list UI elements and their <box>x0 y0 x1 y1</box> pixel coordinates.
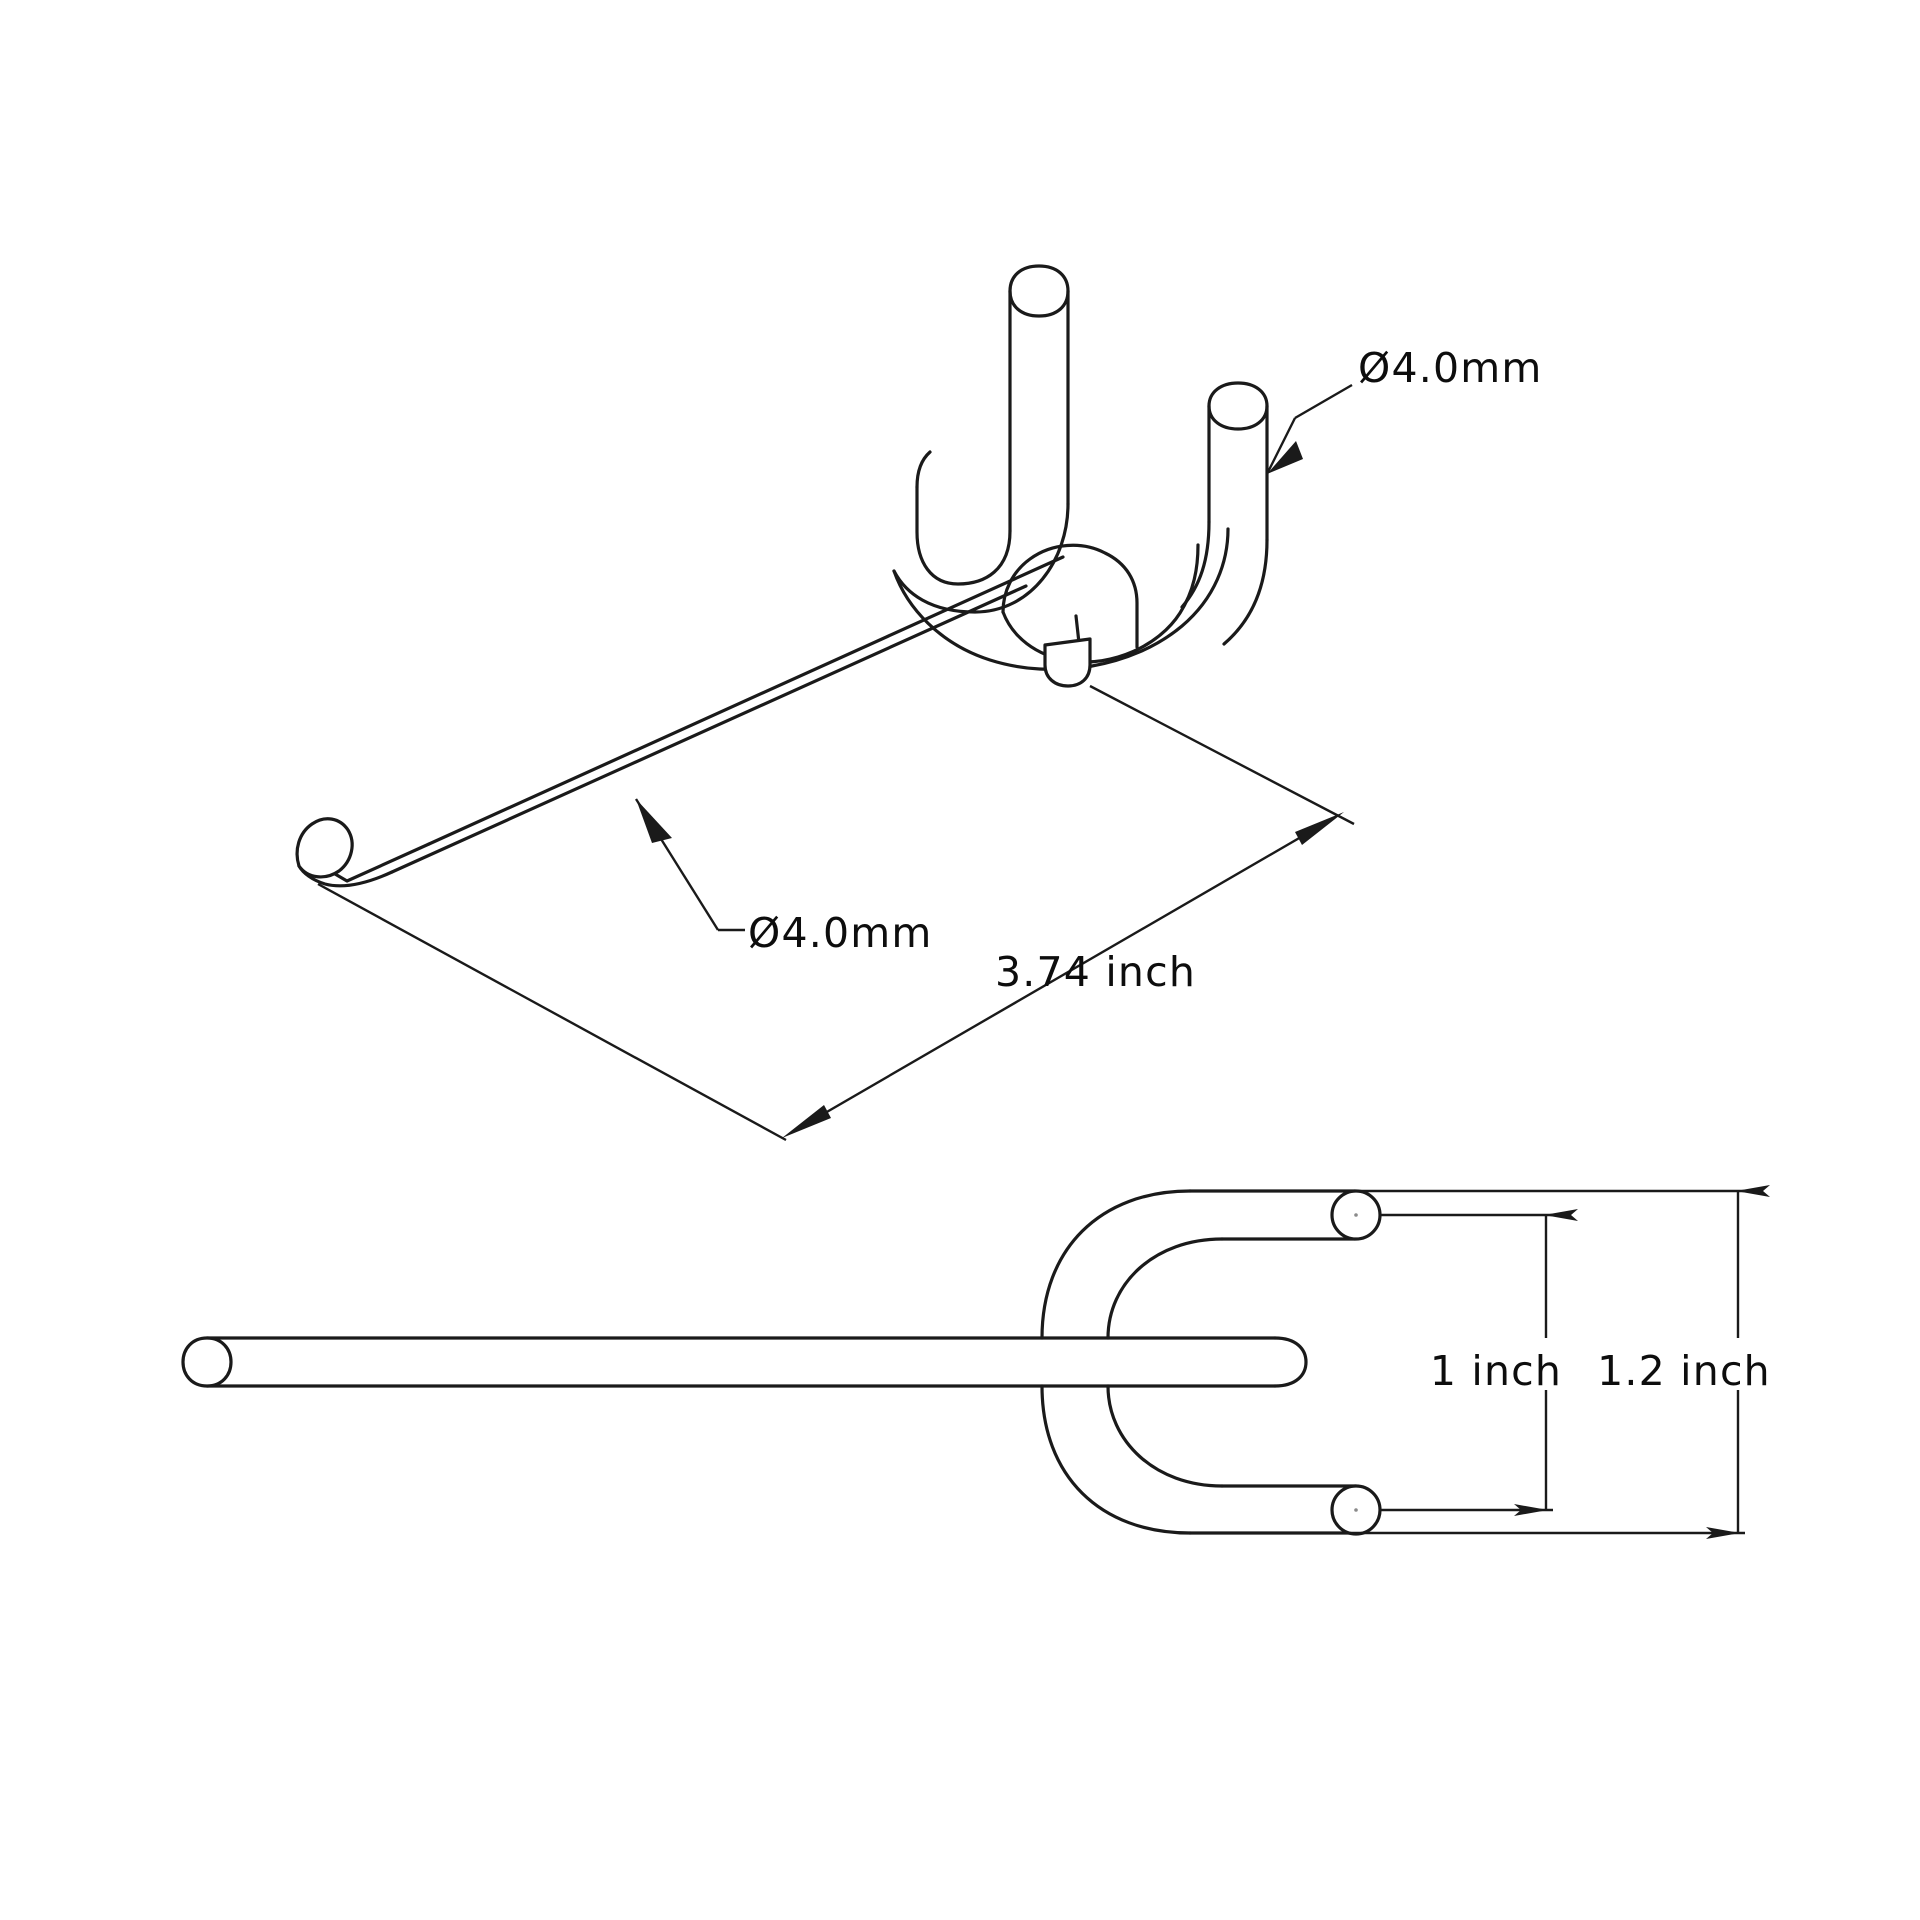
side-hook-lower-arm <box>1040 1384 1358 1535</box>
height-dimension-1in: 1 inch <box>1380 1209 1578 1516</box>
height-label-1in: 1 inch <box>1430 1347 1562 1395</box>
iso-back-leg-bend <box>892 450 1070 614</box>
height-dimension-12in: 1.2 inch <box>1340 1185 1771 1539</box>
diameter-label-lower: Ø4.0mm <box>748 909 933 957</box>
side-profile-view: 1 inch 1.2 inch <box>181 1185 1771 1539</box>
iso-base-stub <box>1043 637 1092 688</box>
diameter-callout-upper: Ø4.0mm <box>1265 344 1543 475</box>
height-label-12in: 1.2 inch <box>1597 1347 1771 1395</box>
iso-tall-post <box>1008 264 1070 533</box>
isometric-view: Ø4.0mm Ø4.0mm 3.74 inch <box>295 264 1543 1142</box>
iso-right-post <box>1180 381 1269 646</box>
diameter-callout-lower: Ø4.0mm <box>634 798 933 957</box>
side-horizontal-bar <box>181 1336 1308 1388</box>
diameter-label-upper: Ø4.0mm <box>1358 344 1543 392</box>
length-label-374: 3.74 inch <box>995 948 1196 996</box>
iso-long-bar <box>295 555 1065 888</box>
side-hook-lower-end-circle <box>1330 1484 1382 1536</box>
side-hook-upper-arm <box>1040 1189 1357 1340</box>
side-hook-upper-end-circle <box>1330 1189 1382 1241</box>
length-dimension-374: 3.74 inch <box>317 684 1355 1142</box>
